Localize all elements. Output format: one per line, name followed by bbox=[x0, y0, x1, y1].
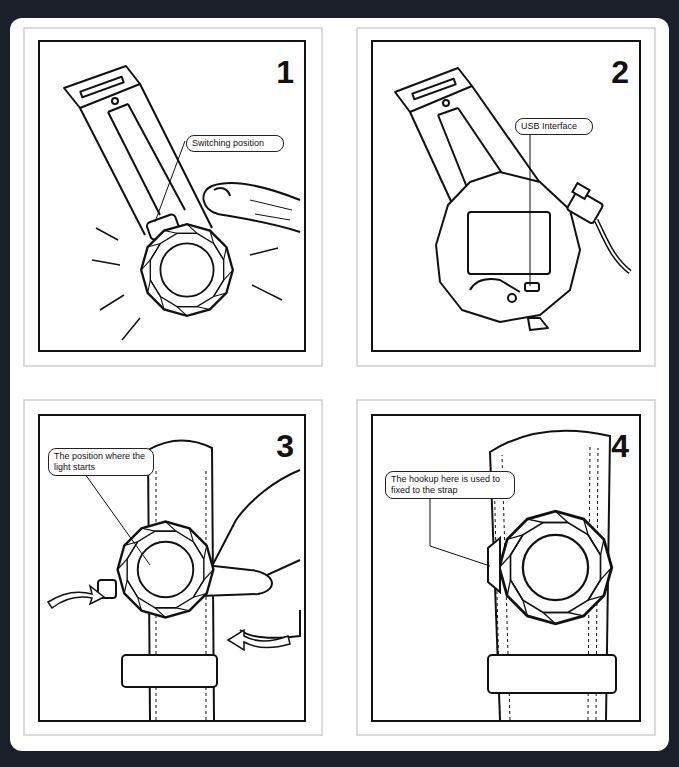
lamp bbox=[499, 511, 612, 624]
glow-lines bbox=[92, 228, 282, 340]
thumb bbox=[203, 183, 300, 232]
callout-text: USB Interface bbox=[521, 121, 577, 131]
callout-box: The position where the light starts bbox=[48, 448, 154, 476]
panel-frame bbox=[357, 28, 655, 366]
strap-drawing bbox=[395, 68, 580, 330]
leader-line bbox=[85, 474, 150, 565]
lamp bbox=[141, 224, 233, 316]
hand bbox=[200, 470, 300, 638]
strap-drawing bbox=[64, 66, 212, 241]
panel-frame bbox=[24, 28, 322, 366]
leader-line bbox=[430, 497, 490, 566]
callout-box: USB Interface bbox=[515, 118, 593, 135]
step-panel: 2USB Interface bbox=[371, 40, 641, 352]
step-panel: 3The position where the light starts bbox=[38, 414, 306, 722]
panel-frame bbox=[357, 400, 655, 735]
hookup bbox=[488, 538, 500, 592]
callout-text: The position where the light starts bbox=[54, 451, 145, 472]
leader-line bbox=[155, 141, 185, 222]
step-number: 2 bbox=[611, 56, 629, 88]
callout-text: Switching position bbox=[192, 138, 264, 148]
step-number: 3 bbox=[276, 430, 294, 462]
leader-line bbox=[530, 132, 531, 286]
sheet bbox=[10, 18, 669, 751]
panel-frame bbox=[24, 400, 322, 735]
step-panel: 4The hookup here is used to fixed to the… bbox=[371, 414, 641, 722]
usb-cable bbox=[567, 183, 630, 272]
callout-text: The hookup here is used to fixed to the … bbox=[391, 474, 500, 495]
lamp bbox=[118, 522, 214, 618]
step-number: 1 bbox=[276, 56, 294, 88]
callout-box: The hookup here is used to fixed to the … bbox=[385, 471, 515, 499]
step-number: 4 bbox=[611, 430, 629, 462]
callout-box: Switching position bbox=[186, 135, 284, 152]
motion-arrow bbox=[48, 586, 290, 650]
step-panel: 1Switching position bbox=[38, 40, 306, 352]
